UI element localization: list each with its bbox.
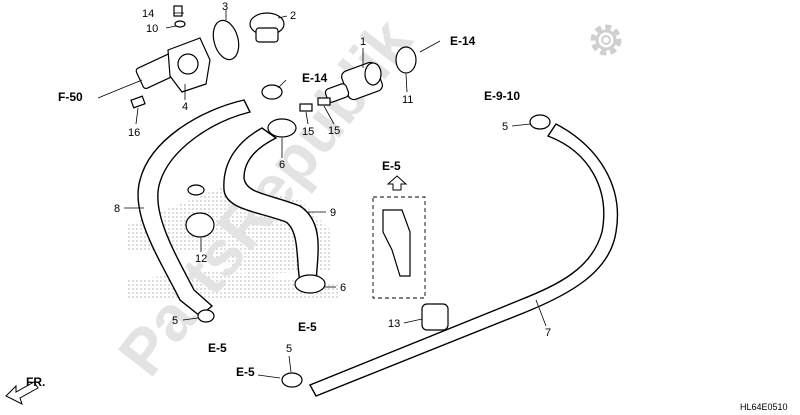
bolt-15b bbox=[317, 97, 331, 106]
callout-1: 1 bbox=[360, 36, 366, 48]
ref-e14-top: E-14 bbox=[450, 34, 476, 48]
callout-15a: 15 bbox=[302, 126, 314, 138]
bolt-16 bbox=[130, 95, 146, 109]
callout-3: 3 bbox=[222, 1, 228, 13]
ref-e5-c: E-5 bbox=[236, 365, 255, 379]
o-ring-3 bbox=[212, 19, 240, 61]
clamp-12 bbox=[185, 184, 215, 238]
ref-e5-box: E-5 bbox=[382, 159, 401, 173]
clamp-6-upper bbox=[267, 118, 297, 138]
svg-text:FR.: FR. bbox=[26, 375, 45, 389]
clamp-5-right bbox=[529, 114, 551, 130]
ref-e5-a: E-5 bbox=[298, 320, 317, 334]
callout-5a: 5 bbox=[502, 121, 508, 133]
clamp-5-bottom bbox=[281, 372, 303, 388]
ref-e9-10: E-9-10 bbox=[484, 89, 520, 103]
callout-8: 8 bbox=[114, 203, 120, 215]
callout-12: 12 bbox=[195, 253, 207, 265]
gear-icon bbox=[590, 24, 622, 56]
e5-view-arrow bbox=[386, 175, 408, 191]
thermostat bbox=[249, 12, 285, 43]
clamp-5-left bbox=[197, 309, 215, 323]
callout-5c: 5 bbox=[286, 343, 292, 355]
leader-lines bbox=[97, 10, 547, 379]
callout-10: 10 bbox=[146, 23, 158, 35]
bracket-frame bbox=[372, 196, 426, 299]
diagram-code: HL64E0510 bbox=[740, 402, 788, 412]
callout-13: 13 bbox=[388, 318, 400, 330]
bracket bbox=[382, 209, 411, 277]
thermostat-cover bbox=[135, 37, 211, 93]
front-arrow: FR. bbox=[5, 375, 45, 405]
callout-4: 4 bbox=[182, 101, 188, 113]
bolt-14 bbox=[173, 5, 186, 28]
hose-7 bbox=[309, 123, 619, 397]
clip-13 bbox=[421, 303, 449, 331]
references: F-50 E-14 E-14 E-9-10 E-5 E-5 E-5 E-5 bbox=[58, 34, 520, 379]
callout-9: 9 bbox=[330, 207, 336, 219]
ref-f50: F-50 bbox=[58, 90, 83, 104]
ref-e14-mid: E-14 bbox=[302, 71, 328, 85]
o-ring-11 bbox=[395, 46, 417, 74]
ref-e5-b: E-5 bbox=[208, 341, 227, 355]
callout-11: 11 bbox=[402, 94, 413, 106]
callouts: 14 10 3 2 1 4 16 11 15 15 6 6 8 9 12 5 5… bbox=[114, 1, 551, 355]
callout-16: 16 bbox=[128, 127, 140, 139]
callout-14: 14 bbox=[142, 8, 154, 20]
pipe-joint-1 bbox=[324, 61, 383, 103]
clamp-6-lower bbox=[294, 274, 326, 294]
clamp-upper-hose8 bbox=[261, 84, 283, 100]
callout-6a: 6 bbox=[279, 159, 285, 171]
callout-7: 7 bbox=[545, 327, 551, 339]
callout-6b: 6 bbox=[340, 282, 346, 294]
callout-5b: 5 bbox=[172, 315, 178, 327]
callout-15b: 15 bbox=[328, 125, 340, 137]
bolt-15a bbox=[299, 103, 313, 112]
callout-2: 2 bbox=[290, 10, 296, 22]
